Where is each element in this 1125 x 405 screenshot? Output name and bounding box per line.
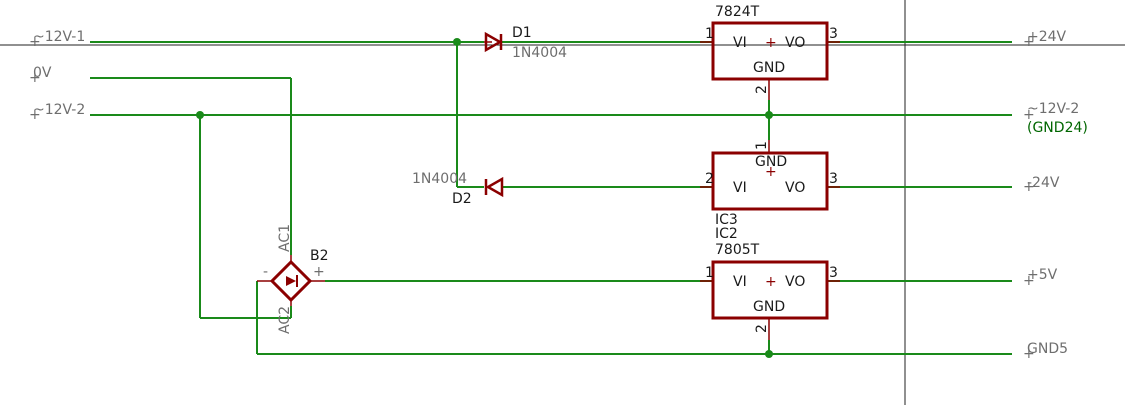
net-plus-mark: +	[29, 70, 41, 86]
regulator-ic3[interactable]: 1 2 3 GND VI VO + IC3	[700, 140, 840, 228]
diode-d1[interactable]: D1 1N4004	[484, 25, 567, 61]
regulator-ic2-origin: +	[765, 274, 777, 290]
net-plus-mark: +	[1023, 273, 1035, 289]
diode-d2-value: 1N4004	[412, 171, 467, 187]
regulator-ic3-origin: +	[765, 164, 777, 180]
regulator-ic2-name: IC2	[715, 226, 738, 242]
regulator-ic2-gnd: GND	[753, 299, 785, 315]
regulator-ic3-body	[711, 151, 829, 211]
net-tilde-mark: +	[29, 34, 41, 50]
bridge-rectifier-b2[interactable]: B2 AC1 AC2 + -	[257, 224, 329, 334]
net-plus-mark: +	[1023, 107, 1035, 123]
net-plus-mark: +	[1023, 179, 1035, 195]
regulator-7824t-value: 7824T	[715, 4, 760, 20]
net-label-gnd0: 0V	[33, 65, 52, 81]
regulator-ic2[interactable]: IC2 7805T 1 3 2 VI VO GND +	[700, 226, 840, 340]
regulator-7824t-vo: VO	[785, 35, 805, 51]
junction-in2-left	[196, 111, 204, 119]
regulator-ic2-pin3: 3	[829, 265, 838, 281]
regulator-ic2-body	[711, 260, 829, 320]
junction-gnd5	[765, 350, 773, 358]
regulator-ic2-value: 7805T	[715, 242, 760, 258]
wires	[90, 41, 1012, 355]
net-label-out5: +5V	[1027, 267, 1058, 283]
bridge-minus: -	[263, 264, 268, 280]
net-label-in2: ~12V-2	[33, 102, 85, 118]
diode-d2-body	[485, 176, 504, 198]
bridge-ac2: AC2	[277, 306, 293, 334]
regulator-7824t-vi: VI	[733, 35, 747, 51]
net-labels: + ~12V-1 + 0V + ~12V-2 + +24V + ~12V-2 (…	[29, 29, 1088, 362]
regulator-ic3-name: IC3	[715, 212, 738, 228]
regulator-7824t-gnd: GND	[753, 60, 785, 76]
net-plus-mark: +	[29, 107, 41, 123]
bridge-plus: +	[313, 264, 325, 280]
diode-d2-name: D2	[452, 191, 472, 207]
diode-d2[interactable]: 1N4004 D2	[412, 171, 504, 207]
diode-d1-value: 1N4004	[512, 45, 567, 61]
regulator-ic2-pin1: 1	[705, 265, 714, 281]
junction-in1	[453, 38, 461, 46]
bridge-diode-symbol	[286, 276, 296, 286]
bridge-name: B2	[310, 248, 329, 264]
diode-d1-body	[484, 31, 503, 53]
regulator-ic2-pin2: 2	[754, 324, 770, 333]
regulator-ic3-vo: VO	[785, 180, 805, 196]
regulator-ic3-vi: VI	[733, 180, 747, 196]
regulator-7824t-pin3: 3	[829, 26, 838, 42]
regulator-7824t-origin: +	[765, 35, 777, 51]
net-label-out-in2: ~12V-2	[1027, 101, 1079, 117]
net-plus-mark: +	[1023, 34, 1035, 50]
net-label-out24: +24V	[1027, 29, 1067, 45]
regulator-ic3-pin1: 1	[754, 141, 770, 150]
net-label-minus24: -24V	[1027, 175, 1060, 191]
regulator-7824t-body	[711, 21, 829, 81]
regulator-7824t-pin2: 2	[754, 85, 770, 94]
regulator-ic2-vo: VO	[785, 274, 805, 290]
net-label-gnd24: (GND24)	[1027, 120, 1088, 136]
junction-in2-right	[765, 111, 773, 119]
bridge-ac1: AC1	[277, 224, 293, 252]
bridge-body	[269, 259, 313, 303]
regulator-ic3-pin3: 3	[829, 171, 838, 187]
regulator-ic3-gnd: GND	[755, 154, 787, 170]
net-label-in1: ~12V-1	[33, 29, 85, 45]
net-plus-mark: +	[1023, 346, 1035, 362]
regulator-7824t[interactable]: 7824T 1 3 2 VI VO GND +	[700, 4, 840, 100]
net-label-gnd5: GND5	[1027, 341, 1068, 357]
regulator-ic2-vi: VI	[733, 274, 747, 290]
diode-d1-name: D1	[512, 25, 532, 41]
regulator-ic3-pin2: 2	[705, 171, 714, 187]
regulator-7824t-pin1: 1	[705, 26, 714, 42]
